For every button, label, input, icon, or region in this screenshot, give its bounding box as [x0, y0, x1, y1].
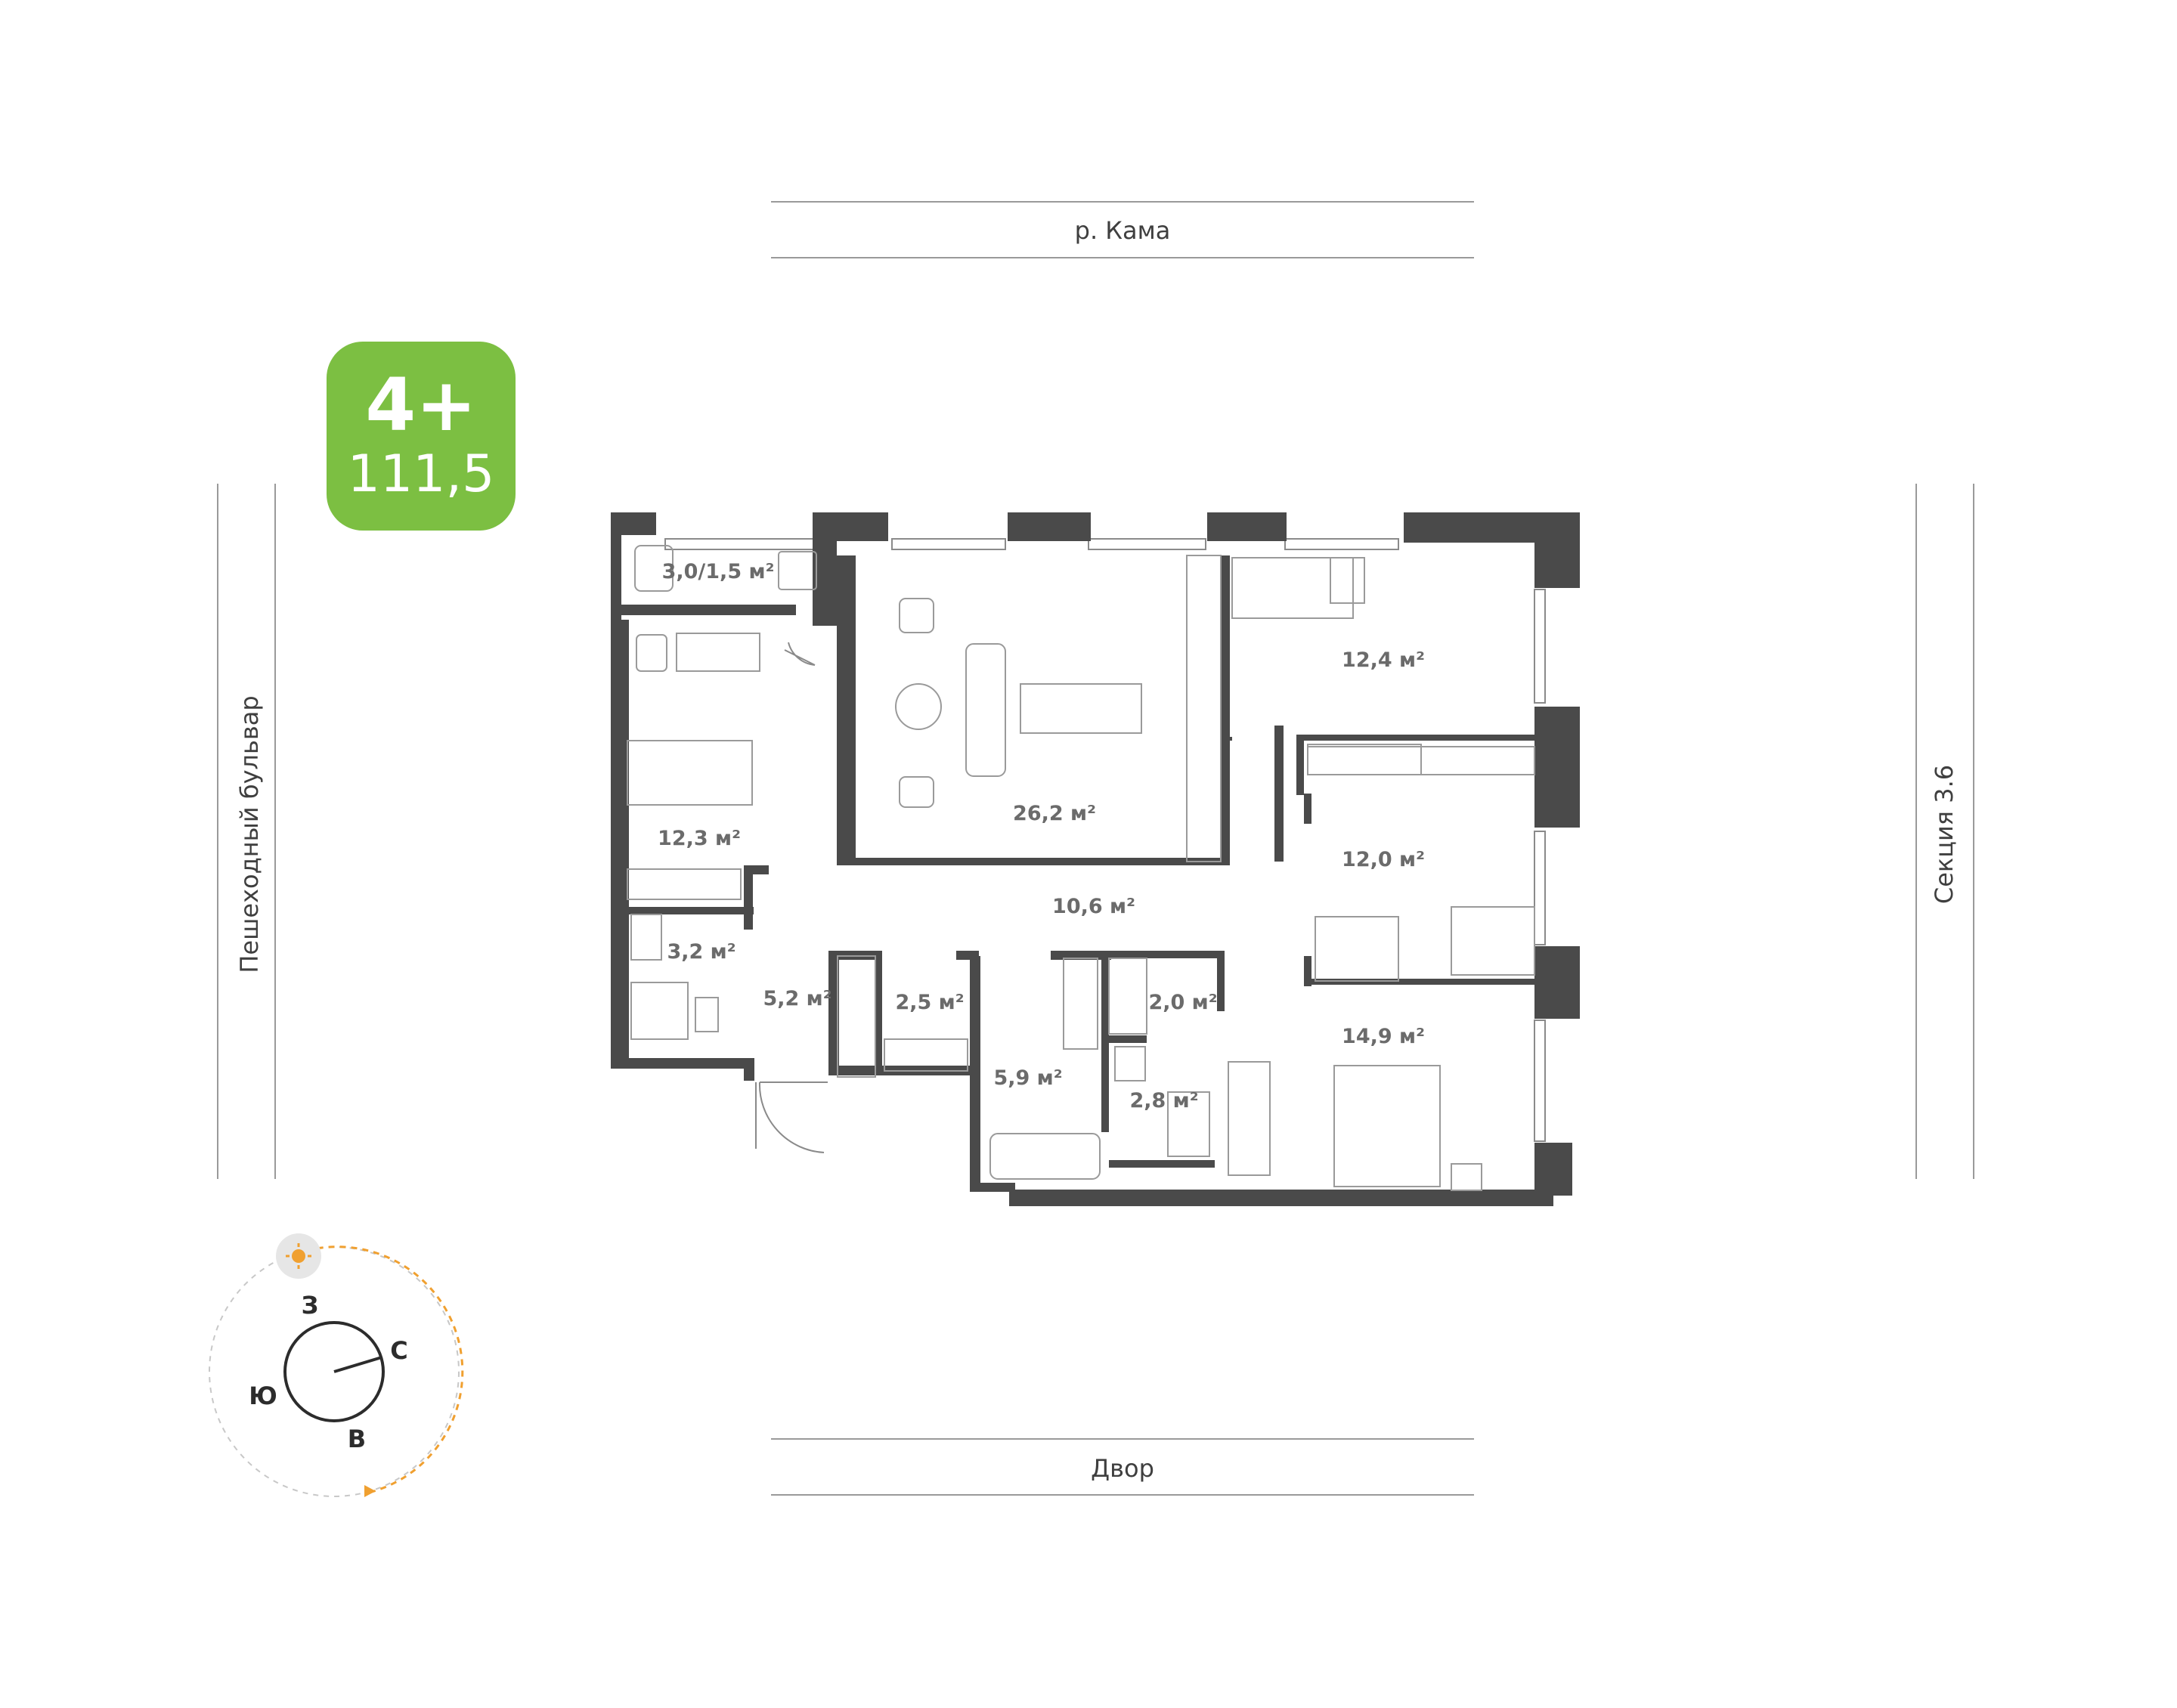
left-line-outer	[217, 484, 218, 1179]
top-line-upper	[771, 201, 1474, 203]
label-top-river: р. Кама	[1074, 216, 1171, 245]
room-label-bedroom-west: 12,3 м²	[658, 827, 741, 850]
room-label-storage: 2,0 м²	[1148, 991, 1217, 1014]
apartment-badge: 4+ 111,5	[327, 342, 516, 531]
badge-rooms: 4+	[365, 363, 477, 447]
room-label-bedroom-east: 12,0 м²	[1342, 848, 1425, 871]
room-label-kitchen-living: 26,2 м²	[1013, 802, 1096, 825]
inner-walls	[621, 555, 1546, 1168]
room-label-bathroom-main: 5,9 м²	[993, 1066, 1062, 1090]
outer-walls	[611, 512, 1580, 1206]
label-bottom-yard: Двор	[1091, 1454, 1154, 1483]
compass-west: З	[302, 1291, 319, 1320]
room-label-wardrobe: 2,5 м²	[895, 991, 964, 1014]
room-label-master-bedroom: 14,9 м²	[1342, 1025, 1425, 1048]
top-line-lower	[771, 257, 1474, 258]
furniture	[627, 545, 1535, 1191]
right-line-inner	[1915, 484, 1917, 1179]
bottom-line-upper	[771, 1438, 1474, 1440]
compass-north: С	[390, 1336, 407, 1365]
room-label-bedroom-north-east: 12,4 м²	[1342, 648, 1425, 672]
doors	[755, 642, 828, 1153]
room-labels: 3,0/1,5 м² 12,3 м² 26,2 м² 12,4 м² 12,0 …	[658, 560, 1425, 1112]
compass-icon: З С Ю В	[209, 1233, 464, 1497]
room-label-hall: 10,6 м²	[1052, 895, 1135, 918]
room-label-entrance: 5,2 м²	[763, 987, 831, 1010]
right-line-outer	[1973, 484, 1974, 1179]
compass-south: Ю	[249, 1382, 277, 1410]
sun-icon	[292, 1249, 305, 1263]
left-line-inner	[274, 484, 276, 1179]
room-label-bathroom-west: 3,2 м²	[667, 940, 735, 964]
badge-area: 111,5	[347, 444, 495, 504]
room-label-balcony: 3,0/1,5 м²	[662, 560, 775, 583]
bottom-line-lower	[771, 1494, 1474, 1496]
compass-east: В	[348, 1425, 366, 1453]
room-label-bathroom-small: 2,8 м²	[1129, 1089, 1198, 1112]
